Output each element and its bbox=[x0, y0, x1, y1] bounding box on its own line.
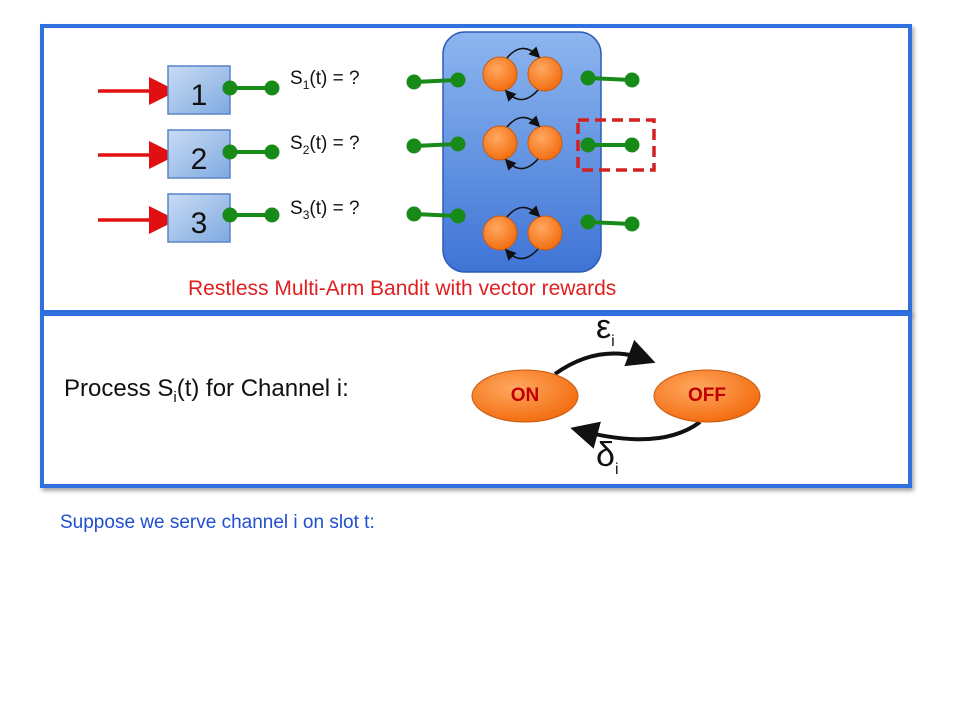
markov-chain-2 bbox=[482, 115, 563, 171]
on-state-node bbox=[471, 369, 579, 423]
state-label-3: S3(t) = ? bbox=[290, 198, 360, 222]
epsilon-label: εi bbox=[596, 308, 615, 350]
machine-input-connectors bbox=[406, 72, 466, 224]
bandit-caption: Restless Multi-Arm Bandit with vector re… bbox=[188, 277, 617, 300]
markov-chain-1 bbox=[482, 46, 563, 102]
channel-number-1: 1 bbox=[190, 79, 208, 112]
footer-text: Suppose we serve channel i on slot t: bbox=[60, 512, 375, 533]
off-state-label: OFF bbox=[688, 385, 726, 406]
channel-number-2: 2 bbox=[190, 143, 208, 176]
channel-box-3 bbox=[167, 193, 231, 243]
bandit-machine bbox=[442, 31, 602, 273]
selected-output-box bbox=[576, 118, 656, 172]
on-off-diagram bbox=[471, 339, 761, 449]
process-label: Process Si(t) for Channel i: bbox=[64, 375, 349, 406]
state-label-1: S1(t) = ? bbox=[290, 68, 360, 92]
channel-connectors bbox=[222, 80, 280, 223]
channel-box-1 bbox=[167, 65, 231, 115]
off-state-node bbox=[653, 369, 761, 423]
markov-chain-3 bbox=[482, 205, 563, 261]
channel-number-3: 3 bbox=[190, 207, 208, 240]
machine-output-connectors bbox=[580, 70, 640, 232]
channel-box-2 bbox=[167, 129, 231, 179]
on-state-label: ON bbox=[510, 385, 540, 406]
state-label-2: S2(t) = ? bbox=[290, 133, 360, 157]
delta-label: δi bbox=[596, 436, 619, 478]
